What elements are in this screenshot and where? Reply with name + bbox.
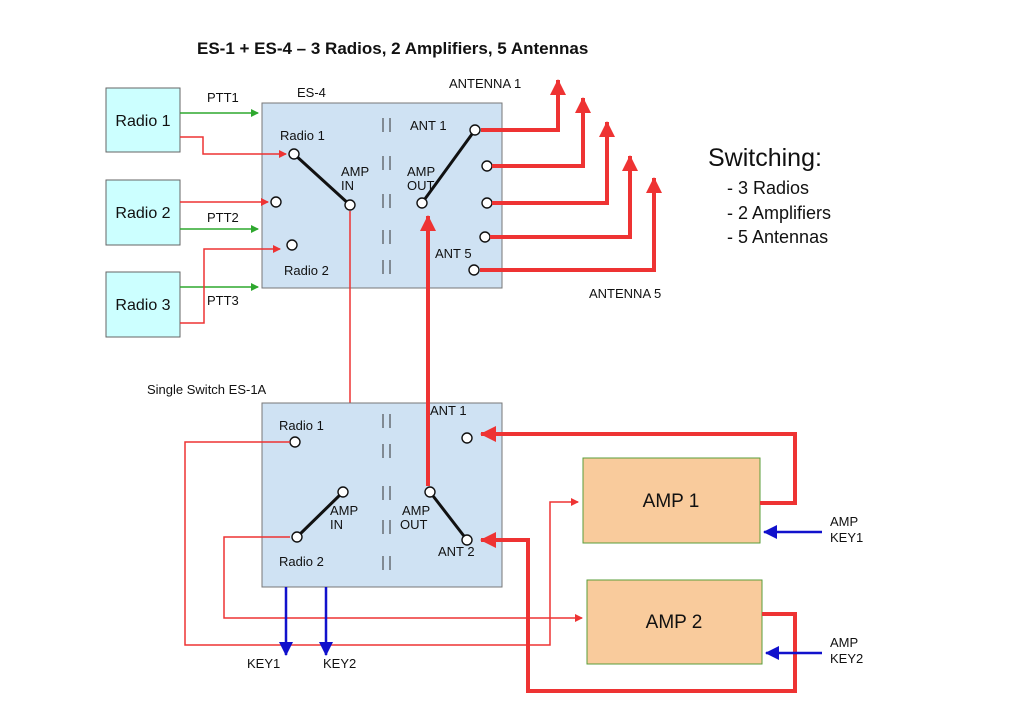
amp1-label: AMP 1 xyxy=(643,491,700,512)
radio1-label: Radio 1 xyxy=(115,113,170,130)
amp2-label: AMP 2 xyxy=(646,612,703,633)
amp1-box xyxy=(582,457,761,544)
es4-ant1-label: ANT 1 xyxy=(410,118,447,133)
es4-amp-out-label-2: OUT xyxy=(407,178,435,193)
es1a-amp-in-label-1: AMP xyxy=(330,503,358,518)
amp1-input-line xyxy=(184,441,579,646)
es4-amp-out-port xyxy=(416,197,428,209)
es4-input-arm xyxy=(292,152,352,207)
amp-key2-label-2: KEY2 xyxy=(830,651,863,666)
radio1-rf-line xyxy=(180,136,287,158)
key2-label: KEY2 xyxy=(323,656,356,671)
es1a-ant2-port xyxy=(461,534,473,546)
radio2-label: Radio 2 xyxy=(115,205,170,222)
diagram-title: ES-1 + ES-4 – 3 Radios, 2 Amplifiers, 5 … xyxy=(197,39,588,58)
es4-isolation-marks xyxy=(382,118,391,274)
amp1-output-line xyxy=(480,426,797,505)
es1a-ant1-label: ANT 1 xyxy=(430,403,467,418)
switching-item-radios: - 3 Radios xyxy=(727,178,809,198)
es4-output-arm xyxy=(420,129,477,204)
antenna5-label: ANTENNA 5 xyxy=(589,286,661,301)
antenna-feed-lines xyxy=(480,79,662,272)
es4-radio2-port xyxy=(286,239,298,251)
es1a-amp-in-port xyxy=(337,486,349,498)
ptt2-label: PTT2 xyxy=(207,210,239,225)
amp-key1-label-2: KEY1 xyxy=(830,530,863,545)
es4-ant4-port xyxy=(479,231,491,243)
es4-radio-mid-port xyxy=(270,196,282,208)
es1a-input-arm xyxy=(295,490,345,539)
es4-amp-in-label-2: IN xyxy=(341,178,354,193)
es1a-amp-in-label-2: IN xyxy=(330,517,343,532)
es4-radio1-label: Radio 1 xyxy=(280,128,325,143)
ptt3-label: PTT3 xyxy=(207,293,239,308)
es1a-ant1-port xyxy=(461,432,473,444)
es1a-radio2-label: Radio 2 xyxy=(279,554,324,569)
es1a-ant2-label: ANT 2 xyxy=(438,544,475,559)
es1a-amp-out-label-2: OUT xyxy=(400,517,428,532)
es4-ant5-port xyxy=(468,264,480,276)
es4-label: ES-4 xyxy=(297,85,326,100)
es1a-radio1-port xyxy=(289,436,301,448)
radio3-rf-line xyxy=(180,245,281,324)
es1a-amp-out-port xyxy=(424,486,436,498)
es4-ant1-port xyxy=(469,124,481,136)
es4-radio1-port xyxy=(288,148,300,160)
amp2-output-line xyxy=(480,532,797,693)
radio2-box xyxy=(105,179,181,246)
es4-switch-box xyxy=(261,102,503,289)
es4-amp-out-label-1: AMP xyxy=(407,164,435,179)
es4-ant5-label: ANT 5 xyxy=(435,246,472,261)
es1a-amp-out-label-1: AMP xyxy=(402,503,430,518)
es1a-isolation-marks xyxy=(382,414,391,570)
es1a-label: Single Switch ES-1A xyxy=(147,382,267,397)
es4-ant2-port xyxy=(481,160,493,172)
es1a-radio1-label: Radio 1 xyxy=(279,418,324,433)
switching-item-antennas: - 5 Antennas xyxy=(727,227,828,247)
radio3-label: Radio 3 xyxy=(115,297,170,314)
amp2-input-line xyxy=(223,536,583,622)
key1-label: KEY1 xyxy=(247,656,280,671)
es4-amp-in-port xyxy=(344,199,356,211)
es1a-output-arm xyxy=(428,491,469,541)
radio1-box xyxy=(105,87,181,153)
amp2-box xyxy=(586,579,763,665)
radio3-box xyxy=(105,271,181,338)
switching-item-amplifiers: - 2 Amplifiers xyxy=(727,203,831,223)
amp-key1-label-1: AMP xyxy=(830,514,858,529)
es1a-switch-box xyxy=(261,402,503,588)
amp-key2-label-1: AMP xyxy=(830,635,858,650)
es4-radio2-label: Radio 2 xyxy=(284,263,329,278)
es1a-radio2-port xyxy=(291,531,303,543)
antenna1-label: ANTENNA 1 xyxy=(449,76,521,91)
es4-ant3-port xyxy=(481,197,493,209)
switching-heading: Switching: xyxy=(708,144,822,172)
es4-amp-in-label-1: AMP xyxy=(341,164,369,179)
ptt1-label: PTT1 xyxy=(207,90,239,105)
